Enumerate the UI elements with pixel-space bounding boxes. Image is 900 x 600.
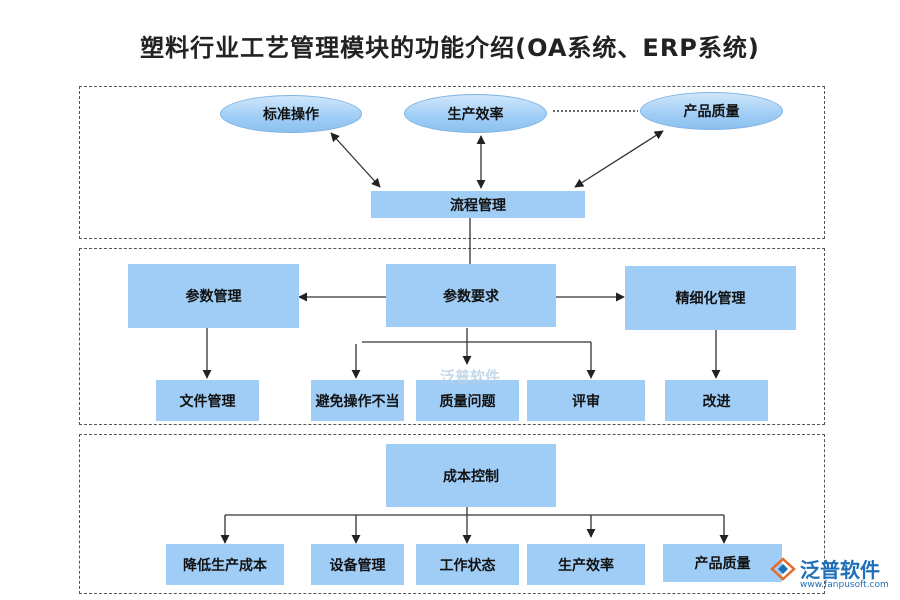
box-avoid-improper-operation: 避免操作不当 [311, 380, 404, 421]
box-fine-management: 精细化管理 [625, 266, 796, 330]
ellipse-production-efficiency: 生产效率 [404, 94, 547, 133]
logo-url: www.fanpusoft.com [800, 580, 889, 590]
page-title: 塑料行业工艺管理模块的功能介绍(OA系统、ERP系统) [140, 34, 760, 62]
fanpu-logo-icon [770, 556, 796, 581]
box-cost-control: 成本控制 [386, 444, 556, 507]
section-middle [79, 248, 825, 425]
box-parameter-requirement: 参数要求 [386, 264, 556, 327]
box-working-status: 工作状态 [416, 544, 519, 585]
box-parameter-management: 参数管理 [128, 264, 299, 328]
box-improvement: 改进 [665, 380, 768, 421]
box-reduce-production-cost: 降低生产成本 [166, 544, 284, 585]
box-document-management: 文件管理 [156, 380, 259, 421]
watermark: 泛普软件 [440, 368, 501, 386]
section-bottom [79, 434, 825, 594]
brand-logo: 泛普软件 [770, 554, 880, 583]
box-review: 评审 [527, 380, 645, 421]
box-flow-management: 流程管理 [371, 191, 585, 218]
box-quality-issues: 质量问题 [416, 380, 519, 421]
logo-text: 泛普软件 [800, 558, 880, 582]
ellipse-standard-operation: 标准操作 [220, 95, 362, 133]
box-production-efficiency: 生产效率 [527, 544, 645, 585]
box-equipment-management: 设备管理 [311, 544, 404, 585]
section-top [79, 86, 825, 239]
ellipse-product-quality: 产品质量 [640, 92, 783, 130]
box-product-quality: 产品质量 [663, 544, 782, 582]
